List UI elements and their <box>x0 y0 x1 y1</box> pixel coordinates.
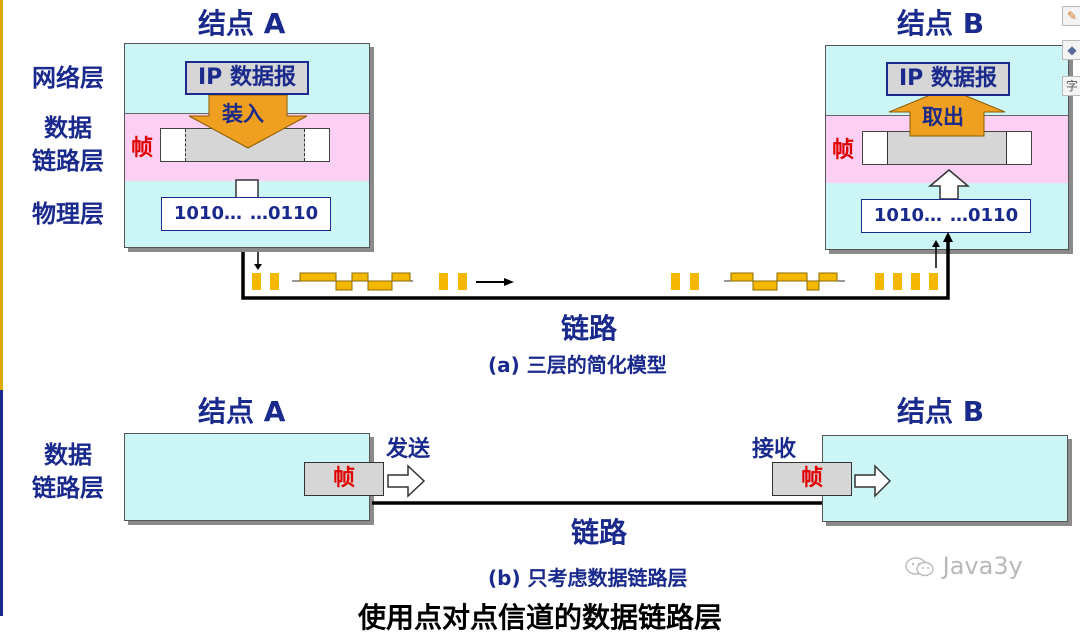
node-b-bitstring: 1010… …0110 <box>861 199 1031 233</box>
signal-direction-arrow <box>504 278 514 286</box>
link-a-down-tip <box>254 264 262 270</box>
signal-pulse <box>299 272 337 282</box>
link-a-label: 链路 <box>561 312 618 345</box>
node-b-frame-b-label: 帧 <box>800 466 823 491</box>
node-b-ip-datagram: IP 数据报 <box>886 62 1010 96</box>
node-b-bits-right: …0110 <box>950 205 1019 226</box>
node-b-frame <box>862 131 1032 165</box>
signal-pulse <box>730 272 754 282</box>
signal-pulse <box>335 280 353 291</box>
node-b-frame-label: 帧 <box>832 138 855 163</box>
node-a-frame-b-label: 帧 <box>332 466 355 491</box>
label-datalink-layer-line1: 数据 <box>44 114 92 142</box>
signal-pulse <box>806 280 820 291</box>
signal-pulse <box>391 272 411 282</box>
encapsulate-label: 装入 <box>222 102 264 126</box>
node-a-frame-b: 帧 <box>304 462 384 496</box>
label-network-layer: 网络层 <box>32 64 104 92</box>
node-b-frame-b: 帧 <box>772 462 852 496</box>
send-label: 发送 <box>386 437 431 462</box>
extract-arrow <box>888 87 1006 137</box>
label-datalink-layer-line2: 链路层 <box>32 147 104 175</box>
encapsulate-arrow <box>188 94 308 149</box>
signal-pulse <box>818 272 838 282</box>
signal-bit <box>875 273 884 290</box>
link-b-label: 链路 <box>571 516 628 549</box>
send-arrow <box>387 464 426 498</box>
node-a-title: 结点 A <box>198 7 286 40</box>
label-datalink-b-line1: 数据 <box>44 441 92 469</box>
label-datalink-b-line2: 链路层 <box>32 474 104 502</box>
node-b-bits-left: 1010… <box>873 205 942 226</box>
slide-left-edge-lower <box>0 390 3 616</box>
node-a-bitstring: 1010… …0110 <box>161 197 331 231</box>
signal-bit <box>929 273 938 290</box>
signal-bit <box>671 273 680 290</box>
signal-pulse <box>351 272 369 282</box>
node-a-title-b: 结点 A <box>198 395 286 428</box>
node-b-up-arrow <box>927 169 971 200</box>
signal-bit <box>270 273 279 290</box>
link-b-drawing <box>372 464 892 505</box>
node-b-title: 结点 B <box>897 7 985 40</box>
watermark: Java3y <box>905 552 1023 580</box>
node-b-frame-payload <box>887 132 1007 164</box>
link-a-line <box>241 237 950 300</box>
watermark-text: Java3y <box>942 552 1023 580</box>
text-icon[interactable]: 字 <box>1062 76 1080 96</box>
wechat-icon <box>905 556 935 578</box>
receive-arrow <box>854 464 892 498</box>
node-a-frame-label: 帧 <box>131 136 154 161</box>
receive-label: 接收 <box>752 437 797 462</box>
signal-bit <box>893 273 902 290</box>
signal-pulse <box>776 272 808 282</box>
link-a-drawing <box>241 232 953 300</box>
slide-title: 使用点对点信道的数据链路层 <box>358 601 723 634</box>
signal-bit <box>911 273 920 290</box>
node-a-bits-right: …0110 <box>250 203 319 224</box>
caption-a: (a) 三层的简化模型 <box>488 353 667 377</box>
edit-icon[interactable]: ✎ <box>1062 6 1080 26</box>
node-a-ip-datagram: IP 数据报 <box>185 61 309 95</box>
link-a-up-tip-1 <box>932 240 940 247</box>
signal-bit <box>252 273 261 290</box>
label-physical-layer: 物理层 <box>32 200 104 228</box>
node-a-bits-left: 1010… <box>173 203 242 224</box>
link-a-up-tip-2 <box>943 232 953 242</box>
signal-pulse <box>367 280 393 291</box>
signal-bit <box>458 273 467 290</box>
signal-bit <box>690 273 699 290</box>
extract-label: 取出 <box>922 105 964 129</box>
slide-left-edge <box>0 0 3 390</box>
caption-b: (b) 只考虑数据链路层 <box>488 566 688 590</box>
signal-bit <box>439 273 448 290</box>
signal-pulse <box>752 280 778 291</box>
node-b-title-b: 结点 B <box>897 395 985 428</box>
layers-icon[interactable]: ◆ <box>1062 40 1080 60</box>
